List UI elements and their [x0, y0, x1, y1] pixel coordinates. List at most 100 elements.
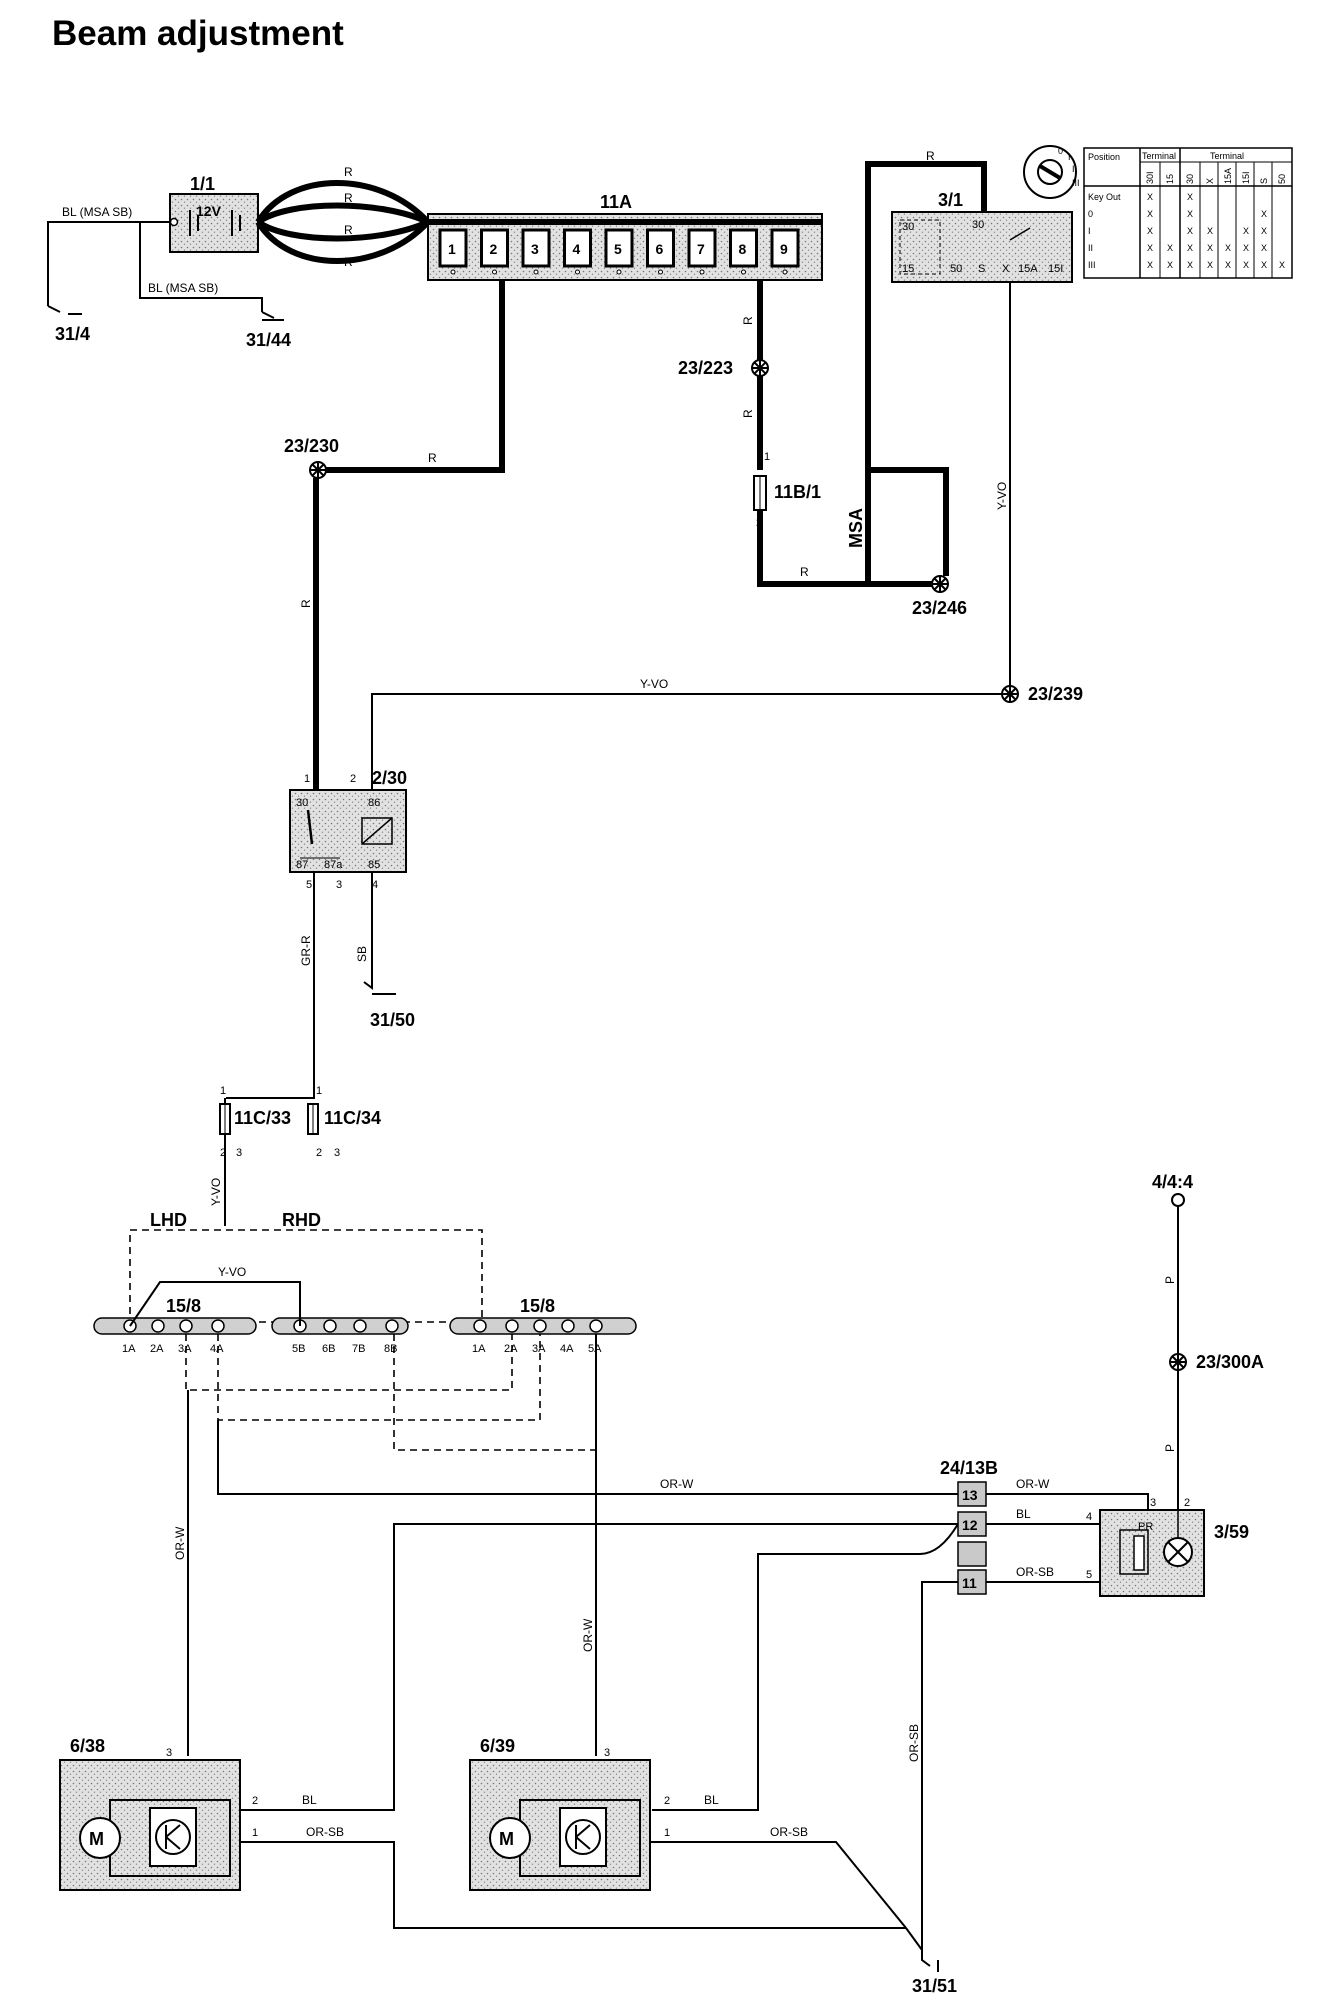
- fuse-slot-6: [646, 228, 675, 268]
- table-cell: X: [1207, 243, 1213, 253]
- connector-pin-label: 3A: [532, 1343, 546, 1355]
- motor-left-pin-3: 3: [166, 1747, 172, 1759]
- table-cell: X: [1261, 260, 1267, 270]
- fuse-slot-3: [521, 228, 551, 268]
- table-row-position: II: [1088, 243, 1093, 253]
- control-pin-3: 3: [1150, 1497, 1156, 1509]
- table-cell: X: [1167, 243, 1173, 253]
- connector-cell-label: 11: [962, 1575, 977, 1591]
- fuse-11c34-pin-3: 3: [334, 1147, 340, 1159]
- connector-label-24-13b: 24/13B: [940, 1458, 998, 1478]
- ref-4-4-4: 4/4:4: [1152, 1172, 1193, 1192]
- relay-pin-5: 5: [306, 879, 312, 891]
- fuse-11c-33: [219, 1103, 231, 1135]
- control-pin-5: 5: [1086, 1569, 1092, 1581]
- splice-label-23-300a: 23/300A: [1196, 1352, 1264, 1372]
- splice-23-239: [1001, 685, 1019, 703]
- ground-31-50: 31/50: [370, 1010, 415, 1030]
- fuse-number: 7: [697, 241, 705, 257]
- connector-pin-label: 1A: [122, 1343, 136, 1355]
- table-cell: X: [1207, 226, 1213, 236]
- control-label-3-59: 3/59: [1214, 1522, 1249, 1542]
- wire-label-r-10: R: [299, 599, 313, 608]
- motor-left-pin-1: 1: [252, 1827, 258, 1839]
- wire-label-msa: MSA: [846, 508, 866, 548]
- table-row-position: I: [1088, 226, 1091, 236]
- splice-label-23-246: 23/246: [912, 598, 967, 618]
- table-col-left-1: 15: [1165, 174, 1175, 184]
- wire-label-bl-2: BL: [302, 1793, 317, 1807]
- splice-label-23-223: 23/223: [678, 358, 733, 378]
- wire-label-y-vo-4: Y-VO: [218, 1265, 246, 1279]
- connector-pin-label: 2A: [150, 1343, 164, 1355]
- fuse-11c34-pin-1: 1: [316, 1085, 322, 1097]
- fuse-slot-9: [770, 228, 800, 268]
- table-cell: X: [1187, 260, 1193, 270]
- fuse-label-11c-34: 11C/34: [324, 1108, 381, 1128]
- relay-2-30: 2/30 1 2 30 86 87 87a 85: [289, 768, 407, 873]
- table-col-right-0: 30: [1185, 174, 1195, 184]
- rhd-label: RHD: [282, 1210, 321, 1230]
- relay-pin-4: 4: [372, 879, 378, 891]
- wire-label-sb: SB: [355, 946, 369, 962]
- wire-label-r-9: R: [926, 149, 935, 163]
- connector-pin-label: 2A: [504, 1343, 518, 1355]
- motor-right-pin-1: 1: [664, 1827, 670, 1839]
- ignition-switch-3-1: 3/1 30 30 15 50 S X 15A 15I: [891, 190, 1073, 283]
- motor-left-pin-2: 2: [252, 1795, 258, 1807]
- connector-cell-label: 12: [962, 1517, 978, 1533]
- relay-terminal-30: 30: [296, 797, 308, 809]
- motor-right-pin-3: 3: [604, 1747, 610, 1759]
- motor-6-38: 6/38 M: [59, 1736, 241, 1891]
- motor-label-6-38: 6/38: [70, 1736, 105, 1756]
- wire-label-y-vo-3: Y-VO: [209, 1178, 223, 1206]
- fuse-number: 9: [780, 241, 788, 257]
- table-col-right-3: 15I: [1241, 171, 1251, 184]
- table-header-position: Position: [1088, 152, 1120, 162]
- connector-pin-label: 3A: [178, 1343, 192, 1355]
- wire-label-y-vo-2: Y-VO: [640, 677, 668, 691]
- relay-pin-3: 3: [336, 879, 342, 891]
- relay-pin-1: 1: [304, 773, 310, 785]
- fuse-number: 1: [448, 241, 456, 257]
- connector-label-15-8-right: 15/8: [520, 1296, 555, 1316]
- table-cell: X: [1147, 243, 1153, 253]
- wire-label-bl-msa-sb-1: BL (MSA SB): [62, 205, 132, 219]
- ignition-terminal-x: X: [1002, 263, 1010, 275]
- table-col-right-5: 50: [1277, 174, 1287, 184]
- wire-label-r-6: R: [741, 316, 755, 325]
- fuse-slot-8: [729, 228, 758, 268]
- table-cell: X: [1147, 209, 1153, 219]
- table-cell: X: [1261, 243, 1267, 253]
- table-cell: X: [1207, 260, 1213, 270]
- table-col-right-1: X: [1205, 178, 1215, 184]
- dial-mark-2: II: [1072, 164, 1077, 174]
- table-row-position: III: [1088, 260, 1096, 270]
- connector-pin-label: 4A: [210, 1343, 224, 1355]
- connector-cell: [957, 1541, 987, 1567]
- control-pin-4: 4: [1086, 1511, 1092, 1523]
- wire-label-or-w-4: OR-W: [1016, 1477, 1050, 1491]
- table-cell: X: [1167, 260, 1173, 270]
- wire-label-p-2: P: [1163, 1444, 1177, 1452]
- connector-pin-label: 7B: [352, 1343, 365, 1355]
- wire-label-bl-3: BL: [704, 1793, 719, 1807]
- splice-23-246: [931, 575, 949, 593]
- connector-pin-label: 4A: [560, 1343, 574, 1355]
- battery-label: 1/1: [190, 174, 215, 194]
- connector-pin-label: 8B: [384, 1343, 397, 1355]
- ground-31-44: 31/44: [246, 330, 291, 350]
- ignition-terminal-15: 15: [902, 263, 914, 275]
- table-cell: X: [1187, 226, 1193, 236]
- page-title: Beam adjustment: [52, 14, 344, 53]
- wire-label-gr-r: GR-R: [299, 935, 313, 966]
- table-header-terminal-1: Terminal: [1142, 151, 1176, 161]
- ignition-switch-label: 3/1: [938, 190, 963, 210]
- fuse-11c33-pin-2: 2: [220, 1147, 226, 1159]
- fuse-11c-34: [307, 1103, 319, 1135]
